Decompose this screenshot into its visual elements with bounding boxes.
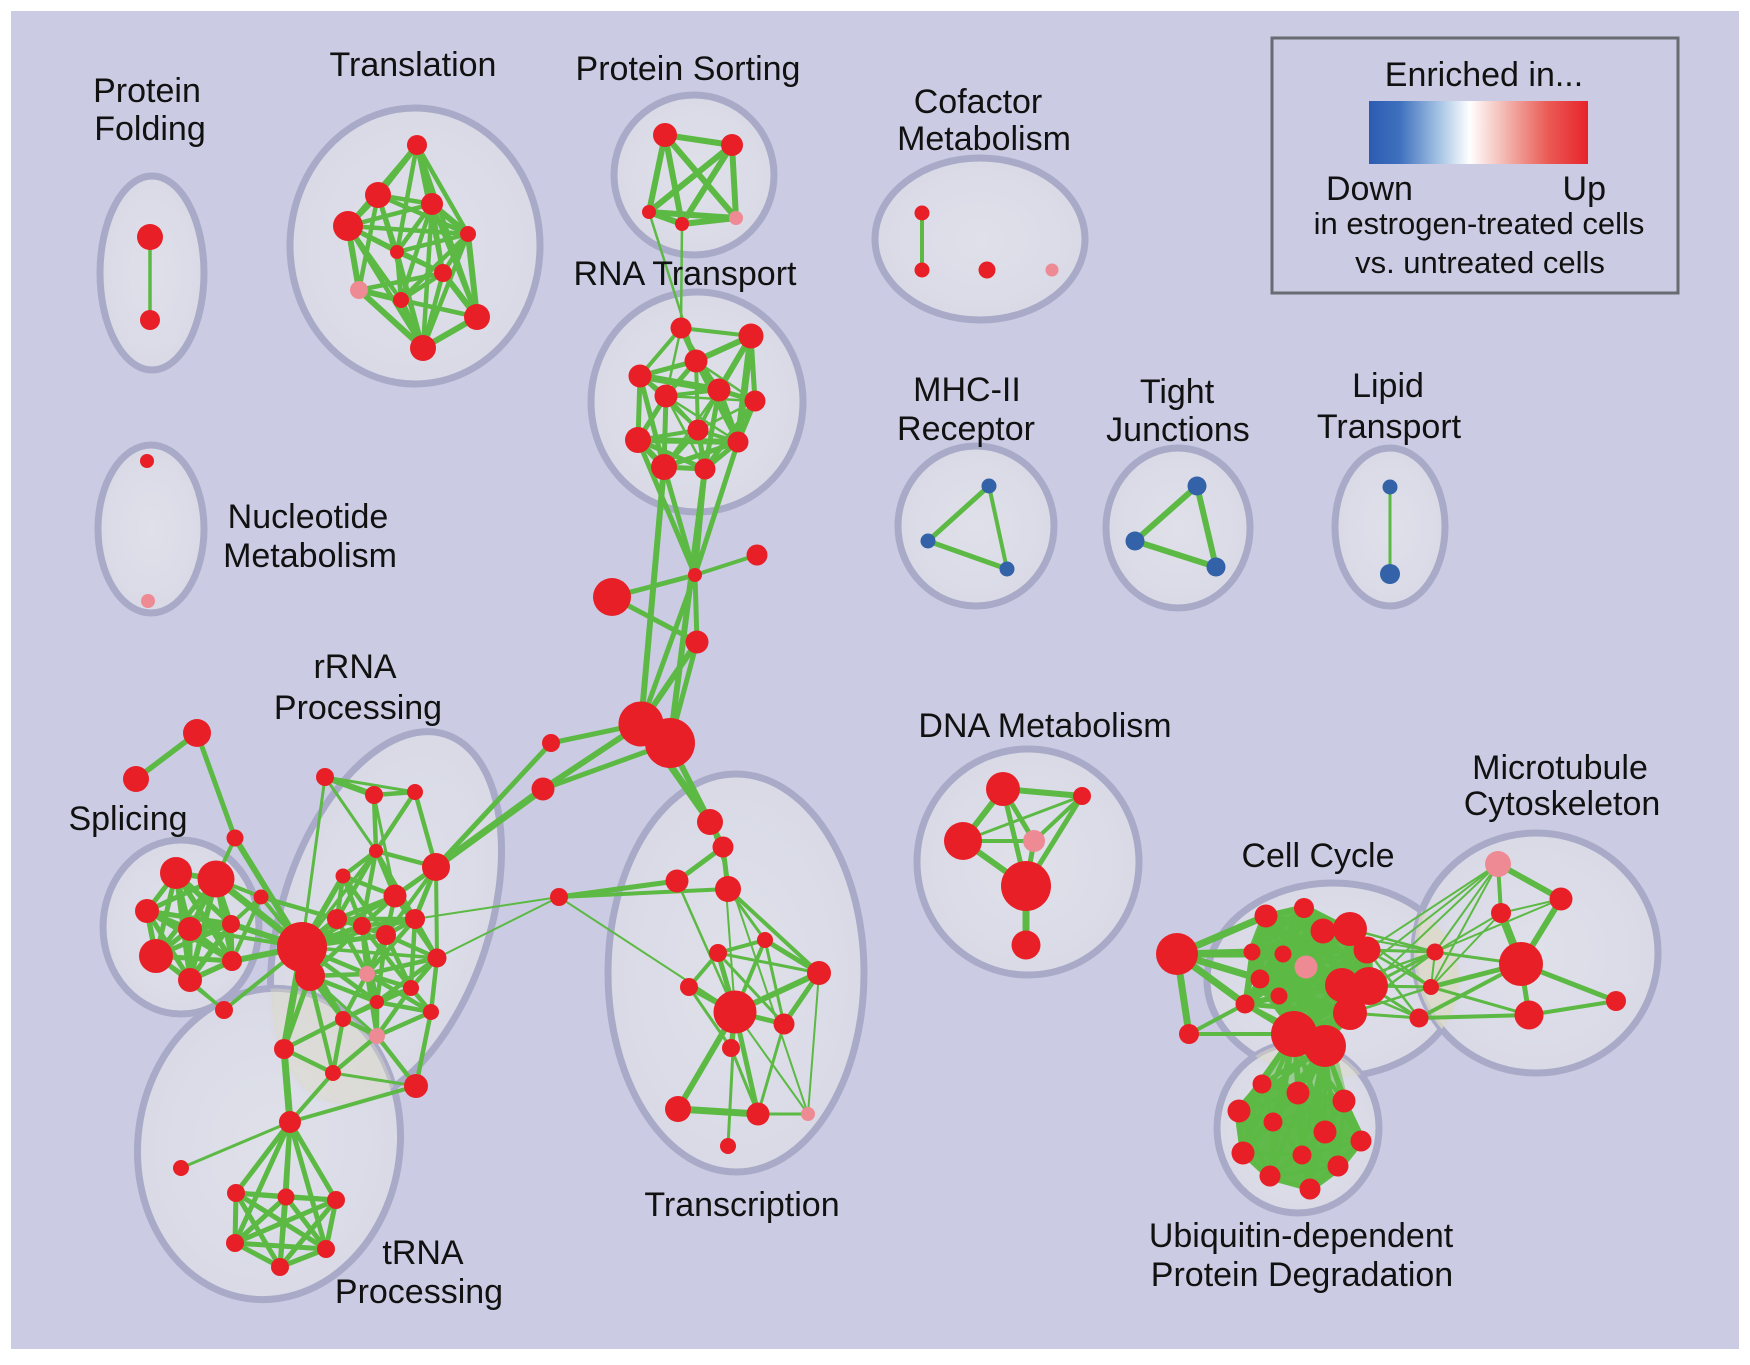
svg-text:Enriched in...: Enriched in... xyxy=(1385,56,1583,94)
svg-text:Protein Sorting: Protein Sorting xyxy=(576,50,801,88)
svg-text:Translation: Translation xyxy=(330,46,497,84)
svg-text:in estrogen-treated cells: in estrogen-treated cells xyxy=(1314,206,1645,241)
svg-text:Protein Degradation: Protein Degradation xyxy=(1151,1256,1453,1294)
svg-text:Folding: Folding xyxy=(94,110,206,148)
svg-text:tRNA: tRNA xyxy=(382,1234,464,1272)
svg-text:Cytoskeleton: Cytoskeleton xyxy=(1464,785,1661,823)
svg-text:RNA Transport: RNA Transport xyxy=(574,255,798,293)
svg-text:Transport: Transport xyxy=(1317,408,1462,446)
svg-text:Tight: Tight xyxy=(1140,373,1215,411)
svg-text:Splicing: Splicing xyxy=(68,800,187,838)
svg-text:Down: Down xyxy=(1326,170,1413,208)
svg-text:Metabolism: Metabolism xyxy=(897,120,1071,158)
svg-text:rRNA: rRNA xyxy=(313,648,396,686)
svg-text:Receptor: Receptor xyxy=(897,410,1035,448)
svg-text:Junctions: Junctions xyxy=(1106,411,1250,449)
svg-text:Nucleotide: Nucleotide xyxy=(228,498,389,536)
svg-text:Microtubule: Microtubule xyxy=(1472,749,1648,787)
svg-text:DNA Metabolism: DNA Metabolism xyxy=(918,707,1171,745)
svg-text:Cell Cycle: Cell Cycle xyxy=(1241,837,1394,875)
svg-text:Lipid: Lipid xyxy=(1352,367,1424,405)
svg-text:Processing: Processing xyxy=(335,1273,503,1311)
svg-text:Transcription: Transcription xyxy=(644,1186,839,1224)
svg-text:Ubiquitin-dependent: Ubiquitin-dependent xyxy=(1149,1217,1454,1255)
svg-text:Cofactor: Cofactor xyxy=(914,83,1043,121)
svg-text:vs. untreated cells: vs. untreated cells xyxy=(1355,245,1605,280)
svg-text:Metabolism: Metabolism xyxy=(223,537,397,575)
svg-text:Protein: Protein xyxy=(93,72,201,110)
svg-text:MHC-II: MHC-II xyxy=(913,371,1021,409)
svg-text:Processing: Processing xyxy=(274,689,442,727)
svg-text:Up: Up xyxy=(1563,170,1606,208)
